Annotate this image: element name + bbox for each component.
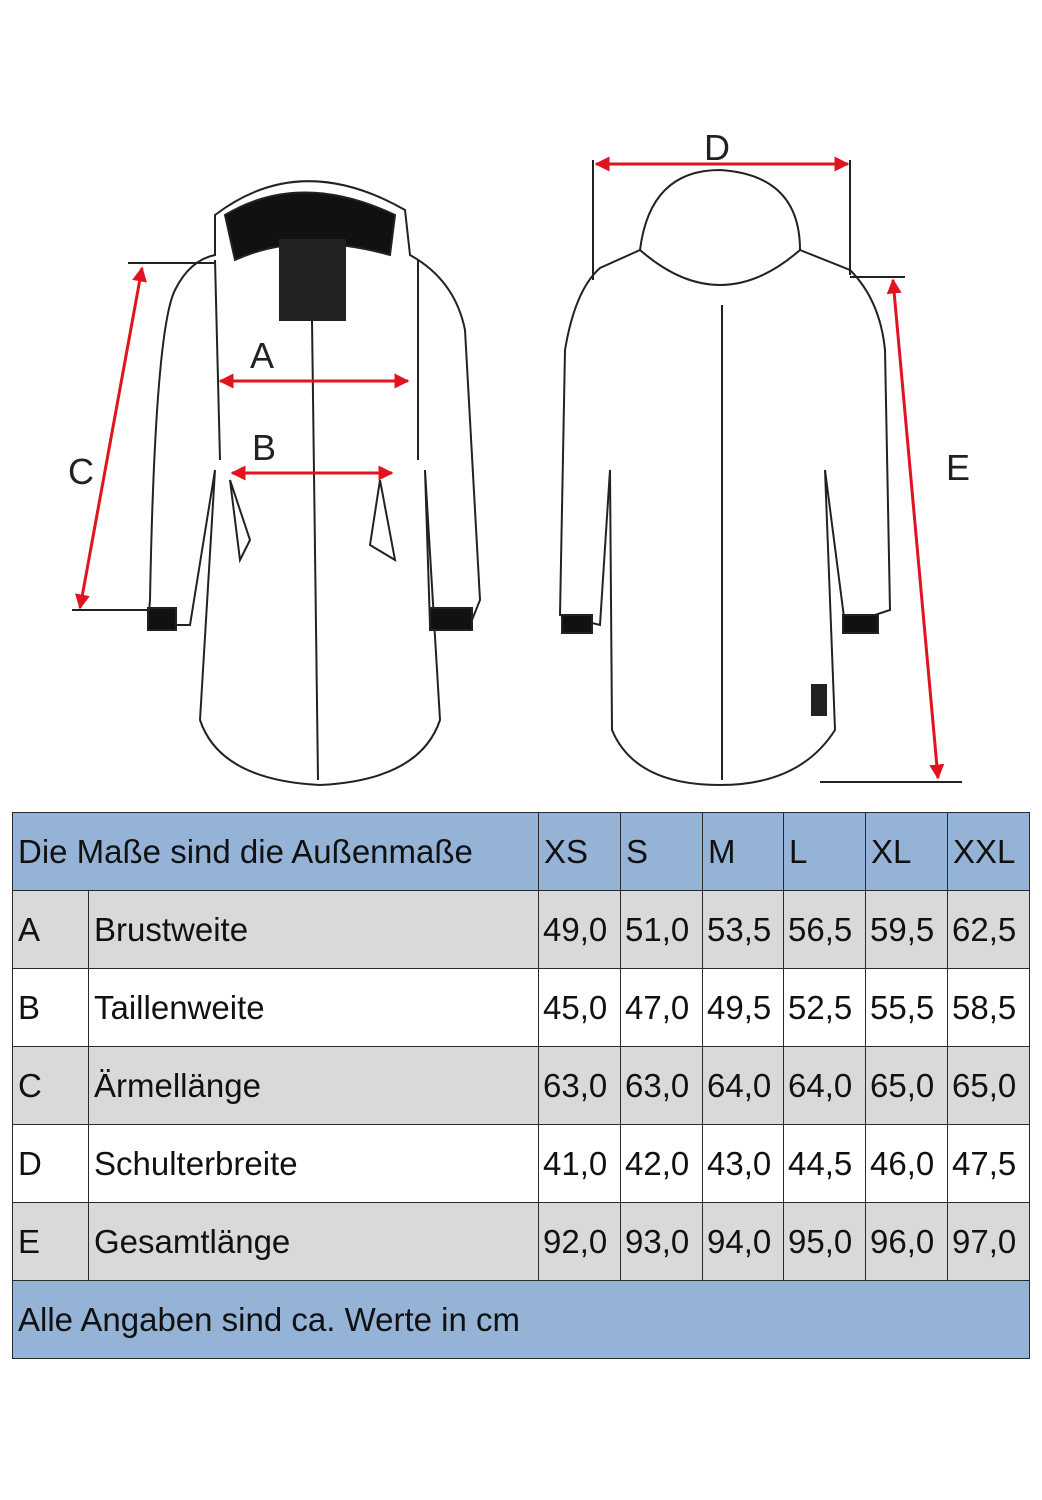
cell-value: 96,0 (865, 1202, 949, 1281)
cell-value: 65,0 (865, 1046, 949, 1125)
size-header: M (702, 812, 785, 891)
cell-value: 43,0 (702, 1124, 785, 1203)
cell-value: 93,0 (620, 1202, 704, 1281)
row-name: Taillenweite (87, 968, 540, 1047)
table-row: E Gesamtlänge 92,0 93,0 94,0 95,0 96,0 9… (12, 1202, 1031, 1281)
table-footer-row: Alle Angaben sind ca. Werte in cm (11, 1280, 1031, 1359)
label-c: C (68, 451, 94, 492)
row-name: Brustweite (87, 890, 540, 969)
cell-value: 92,0 (538, 1202, 622, 1281)
cell-value: 65,0 (947, 1046, 1031, 1125)
measurement-arrows (75, 156, 945, 780)
cell-value: 62,5 (947, 890, 1031, 969)
table-row: A Brustweite 49,0 51,0 53,5 56,5 59,5 62… (12, 890, 1031, 969)
table-header-row: Die Maße sind die Außenmaße XS S M L XL … (11, 812, 1031, 891)
cell-value: 41,0 (538, 1124, 622, 1203)
label-e: E (946, 447, 970, 488)
coat-diagram: A B C D E (68, 127, 970, 787)
arrow-e (886, 278, 945, 780)
table-row: C Ärmellänge 63,0 63,0 64,0 64,0 65,0 65… (12, 1046, 1031, 1125)
label-a: A (250, 335, 274, 376)
cell-value: 53,5 (702, 890, 785, 969)
cell-value: 44,5 (783, 1124, 867, 1203)
size-header: XS (538, 812, 622, 891)
cell-value: 45,0 (538, 968, 622, 1047)
size-header: L (783, 812, 867, 891)
cell-value: 47,0 (620, 968, 704, 1047)
coat-back-illustration (558, 168, 892, 787)
row-key: E (12, 1202, 89, 1281)
cell-value: 58,5 (947, 968, 1031, 1047)
row-name: Gesamtlänge (87, 1202, 540, 1281)
cell-value: 51,0 (620, 890, 704, 969)
cell-value: 49,5 (702, 968, 785, 1047)
cell-value: 59,5 (865, 890, 949, 969)
cell-value: 55,5 (865, 968, 949, 1047)
row-key: B (12, 968, 89, 1047)
coat-front-illustration (146, 180, 482, 787)
size-table: Die Maße sind die Außenmaße XS S M L XL … (11, 812, 1031, 1359)
size-header: XXL (947, 812, 1031, 891)
cell-value: 47,5 (947, 1124, 1031, 1203)
label-b: B (252, 427, 276, 468)
cell-value: 46,0 (865, 1124, 949, 1203)
row-key: C (12, 1046, 89, 1125)
cell-value: 49,0 (538, 890, 622, 969)
cell-value: 52,5 (783, 968, 867, 1047)
cell-value: 56,5 (783, 890, 867, 969)
footer-note: Alle Angaben sind ca. Werte in cm (11, 1280, 1031, 1359)
cell-value: 94,0 (702, 1202, 785, 1281)
cell-value: 42,0 (620, 1124, 704, 1203)
size-header: S (620, 812, 704, 891)
cell-value: 63,0 (538, 1046, 622, 1125)
cell-value: 64,0 (702, 1046, 785, 1125)
size-header: XL (865, 812, 949, 891)
arrow-c (75, 266, 147, 610)
row-key: A (12, 890, 89, 969)
row-name: Schulterbreite (87, 1124, 540, 1203)
label-d: D (704, 127, 730, 168)
cell-value: 97,0 (947, 1202, 1031, 1281)
row-key: D (12, 1124, 89, 1203)
header-title: Die Maße sind die Außenmaße (11, 812, 540, 891)
table-row: B Taillenweite 45,0 47,0 49,5 52,5 55,5 … (12, 968, 1031, 1047)
cell-value: 63,0 (620, 1046, 704, 1125)
cell-value: 95,0 (783, 1202, 867, 1281)
row-name: Ärmellänge (87, 1046, 540, 1125)
table-row: D Schulterbreite 41,0 42,0 43,0 44,5 46,… (12, 1124, 1031, 1203)
cell-value: 64,0 (783, 1046, 867, 1125)
